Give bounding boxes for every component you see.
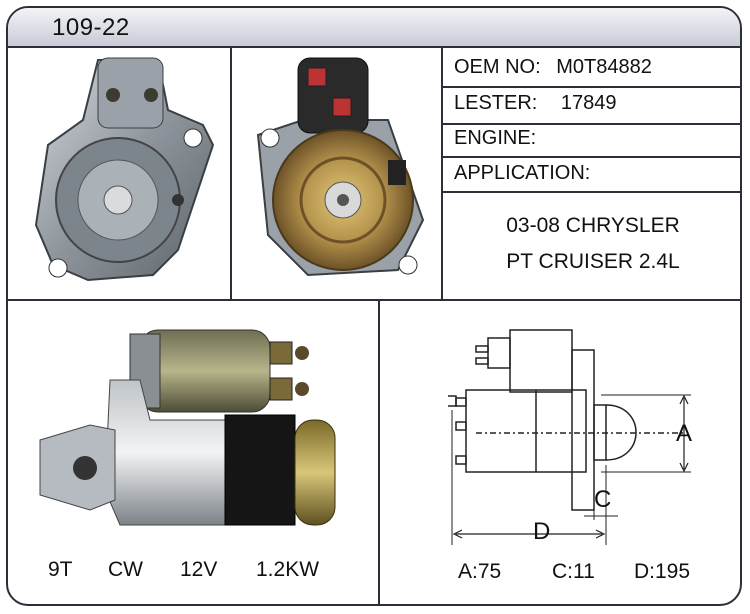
spec-oem-value: M0T84882 bbox=[556, 56, 652, 78]
rating-voltage: 12V bbox=[180, 558, 218, 581]
product-card: 109-22 OEM NO: M0T84882 LESTER: 17849 EN… bbox=[6, 6, 742, 606]
starter-front-photo bbox=[34, 57, 215, 282]
spec-engine: ENGINE: bbox=[454, 127, 552, 150]
divider-v3 bbox=[378, 300, 380, 604]
divider-v2 bbox=[441, 46, 443, 301]
dimension-a-label: A bbox=[676, 420, 693, 447]
application-line-2: PT CRUISER 2.4L bbox=[506, 250, 680, 273]
spec-row-line-3 bbox=[442, 156, 740, 158]
rating-teeth: 9T bbox=[48, 558, 73, 581]
dimension-drawing bbox=[448, 329, 691, 545]
spec-lester-value: 17849 bbox=[560, 92, 617, 114]
header-bar: 109-22 bbox=[8, 8, 740, 48]
rating-power: 1.2KW bbox=[256, 558, 320, 581]
spec-row-line-4 bbox=[442, 191, 740, 193]
application-line-1: 03-08 CHRYSLER bbox=[506, 214, 680, 237]
dimension-c-label: C bbox=[594, 486, 612, 513]
divider-v1 bbox=[230, 46, 232, 301]
part-number-title: 109-22 bbox=[52, 14, 130, 41]
spec-lester: LESTER: 17849 bbox=[454, 92, 617, 115]
rating-rotation: CW bbox=[108, 558, 143, 581]
spec-application: APPLICATION: bbox=[454, 162, 606, 185]
spec-lester-label: LESTER: bbox=[454, 92, 538, 114]
spec-oem: OEM NO: M0T84882 bbox=[454, 56, 652, 79]
spec-row-line-2 bbox=[442, 123, 740, 125]
starter-rear-photo bbox=[256, 57, 425, 277]
spec-row-line-1 bbox=[442, 86, 740, 88]
spec-oem-label: OEM NO: bbox=[454, 56, 541, 78]
dimension-a-value: A:75 bbox=[458, 560, 502, 583]
dimension-d-label: D bbox=[533, 518, 551, 545]
divider-h-mid bbox=[8, 299, 740, 301]
dimension-c-value: C:11 bbox=[552, 560, 595, 583]
spec-application-label: APPLICATION: bbox=[454, 162, 591, 184]
spec-engine-label: ENGINE: bbox=[454, 127, 537, 149]
starter-side-photo bbox=[39, 329, 336, 526]
dimension-d-value: D:195 bbox=[634, 560, 691, 583]
